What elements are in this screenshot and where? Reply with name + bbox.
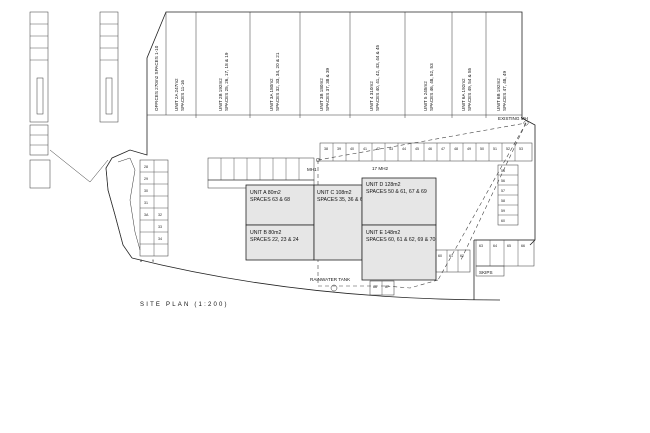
unit-e-block: [361, 224, 437, 281]
unit-2a-spaces: SPACES 11-16: [180, 80, 185, 111]
unit-3b-spaces: SPACES 37, 38 & 39: [325, 67, 330, 111]
central-units: UNIT A 80m2 SPACES 63 & 68 UNIT B 80m2 S…: [245, 177, 437, 281]
unit-a-name: UNIT A 80m2: [250, 190, 281, 196]
mh2-label: 17 MH2: [372, 166, 389, 171]
unit-5-spaces: SPACES 46, 48, 52, 53: [429, 63, 434, 111]
unit-6b-spaces: SPACES 47, 48, 49: [502, 71, 507, 111]
skips-label: SKIPS: [479, 270, 493, 275]
bay-number: 8: [140, 259, 142, 263]
unit-e-spaces: SPACES 60, 61 & 62, 69 & 70: [366, 237, 436, 243]
bay-number: 50: [480, 147, 484, 151]
existing-mh-label: EXISTING MH: [498, 116, 528, 121]
bay-number: 58: [501, 199, 505, 203]
bay-number: 59: [501, 209, 505, 213]
bay-number: 31: [144, 201, 148, 205]
bay-number: 28: [144, 165, 148, 169]
bay-number: 60: [438, 254, 442, 258]
unit-a-spaces: SPACES 63 & 68: [250, 197, 290, 203]
unit-3a-name: UNIT 3A 180m2: [269, 78, 274, 111]
rainwater-tank: RAINWATER TANK 66 67: [310, 277, 395, 296]
bay-number: 51: [493, 147, 497, 151]
unit-d-spaces: SPACES 50 & 61, 67 & 69: [366, 189, 427, 195]
bay-number: 44: [402, 147, 406, 151]
bay-number: 40: [350, 147, 354, 151]
bay-number: 65: [507, 244, 511, 248]
bay-number: 3A: [144, 213, 149, 217]
bay-number: 63: [479, 244, 483, 248]
bay-number: 32: [158, 213, 162, 217]
unit-2a-name: UNIT 2A 247m2: [174, 78, 179, 111]
bay-number: 9: [152, 259, 154, 263]
bay-number: 47: [441, 147, 445, 151]
top-left-parking-strips: [29, 11, 119, 189]
bay-number: 57: [501, 189, 505, 193]
bay-number: 46: [428, 147, 432, 151]
bay-number: 64: [493, 244, 497, 248]
bay-number: 34: [158, 237, 162, 241]
unit-c-spaces: SPACES 35, 36 & 67: [317, 197, 366, 203]
bay-number: 67: [385, 285, 389, 289]
bay-number: 41: [363, 147, 367, 151]
mh1-label: MH1: [307, 167, 317, 172]
unit-e-name: UNIT E 148m2: [366, 230, 400, 236]
bay-number: 33: [158, 225, 162, 229]
bay-number: 48: [454, 147, 458, 151]
unit-2b-spaces: SPACES 25, 26, 17, 18 & 19: [224, 52, 229, 111]
bay-number: 60: [501, 219, 505, 223]
bay-number: 43: [389, 147, 393, 151]
bay-number: 66: [373, 285, 377, 289]
bay-number: 39: [337, 147, 341, 151]
unit-c-name: UNIT C 108m2: [317, 190, 352, 196]
existing-mh-icon: [523, 120, 529, 126]
unit-b-name: UNIT B 80m2: [250, 230, 281, 236]
bay-number: 56: [501, 179, 505, 183]
unit-c-block: [313, 184, 363, 261]
left-parking-column: 28 29 30 31 3A 32 33 34 8 9: [139, 159, 169, 263]
rainwater-tank-icon: [330, 284, 338, 292]
right-parking-column: 55 56 57 58 59 60: [497, 164, 519, 226]
bay-number: 62: [460, 254, 464, 258]
unit-2b-name: UNIT 2B 192m2: [218, 78, 223, 111]
bay-number: 38: [324, 147, 328, 151]
bay-number: 52: [506, 147, 510, 151]
unit-6b-name: UNIT 6B 192m2: [496, 78, 501, 111]
bay-number: 66: [521, 244, 525, 248]
site-plan-caption: SITE PLAN (1:200): [140, 302, 229, 308]
bay-number: 29: [144, 177, 148, 181]
unit-6a-name: UNIT 6A 192m2: [461, 78, 466, 111]
unit-4-name: UNIT 4 310m2: [369, 81, 374, 111]
unit-3b-name: UNIT 3B 180m2: [319, 78, 324, 111]
unit-5-name: UNIT 5 245m2: [423, 81, 428, 111]
bay-number: 55: [501, 169, 505, 173]
bay-number: 42: [376, 147, 380, 151]
rainwater-tank-label: RAINWATER TANK: [310, 277, 351, 282]
unit-d-block: [361, 177, 437, 226]
bay-number: 45: [415, 147, 419, 151]
unit-6a-spaces: SPACES 49, 54 & 55: [467, 67, 472, 111]
bay-number: 61: [449, 254, 453, 258]
unit-b-block: [245, 224, 315, 261]
bay-number: 53: [519, 147, 523, 151]
unit-d-name: UNIT D 128m2: [366, 182, 401, 188]
unit-3a-spaces: SPACES 32, 33, 34, 20 & 21: [275, 52, 280, 111]
bay-number: 49: [467, 147, 471, 151]
top-units-block: OFFICES 270m2 SPACES 1-10 UNIT 2A 247m2 …: [146, 11, 523, 118]
bay-number: 30: [144, 189, 148, 193]
unit-b-spaces: SPACES 22, 23 & 24: [250, 237, 299, 243]
offices-label: OFFICES 270m2 SPACES 1-10: [154, 45, 159, 111]
bottom-right-parking: 60 61 62 63 64 65 66 SKIPS: [435, 239, 535, 277]
unit-4-spaces: SPACES 40, 41, 42, 43, 44 & 45: [375, 44, 380, 111]
